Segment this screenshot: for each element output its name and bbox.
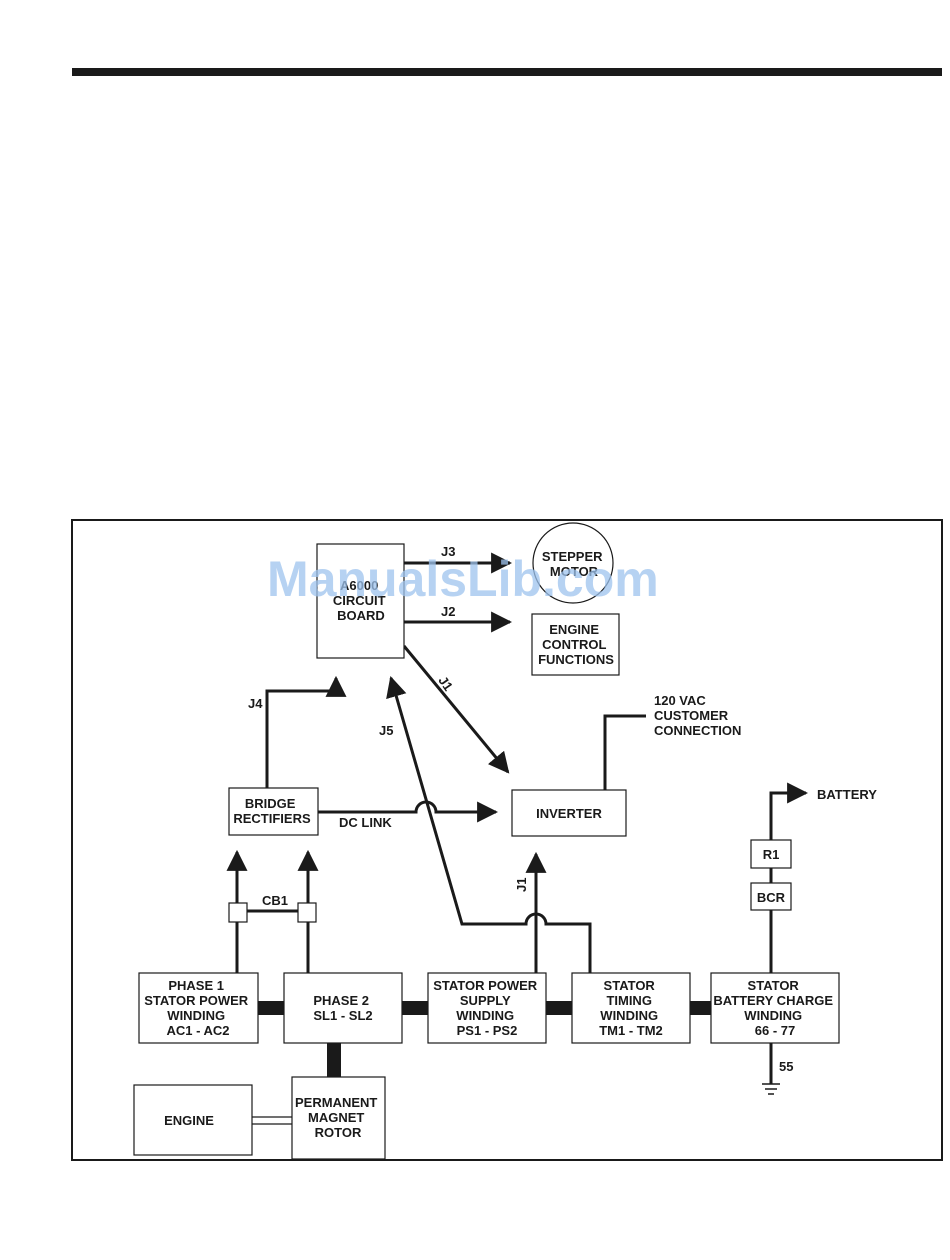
stepper-motor-label: STEPPER MOTOR — [542, 549, 606, 579]
cb1-breaker-2 — [297, 902, 317, 923]
customer-connection-label: 120 VAC CUSTOMER CONNECTION — [654, 693, 741, 738]
cb1-label: CB1 — [262, 893, 288, 908]
j4-wire — [265, 675, 347, 788]
engine-shaft — [252, 1116, 292, 1125]
winding-connector — [402, 1001, 428, 1015]
j3-label: J3 — [441, 544, 455, 559]
stator-battery-charge-box — [710, 972, 840, 1044]
winding-connector — [546, 1001, 572, 1015]
stator-battery-charge-label: STATOR BATTERY CHARGE WINDING 66 - 77 — [713, 978, 836, 1038]
phase2-winding-box — [283, 972, 403, 1044]
battery-wire — [769, 782, 809, 840]
stepper-motor-circle — [532, 522, 614, 604]
j1-diagonal-label: J1 — [435, 673, 456, 693]
winding-connector — [258, 1001, 284, 1015]
dc-link-label: DC LINK — [339, 815, 392, 830]
watermark: ManualsLib.com — [267, 551, 659, 607]
stator-power-supply-box — [427, 972, 547, 1044]
phase2-winding-label: PHASE 2 SL1 - SL2 — [313, 993, 372, 1023]
j2-label: J2 — [441, 604, 455, 619]
engine-box — [133, 1084, 253, 1156]
stator-timing-label: STATOR TIMING WINDING TM1 - TM2 — [599, 978, 663, 1038]
stator-power-supply-label: STATOR POWER SUPPLY WINDING PS1 - PS2 — [433, 978, 541, 1038]
circuit-board-box — [316, 543, 405, 659]
j5-label: J5 — [379, 723, 393, 738]
header-rule — [72, 68, 942, 76]
bcr-label: BCR — [757, 890, 786, 905]
r1-label: R1 — [763, 847, 780, 862]
cb1-breaker-1 — [228, 902, 248, 923]
engine-control-label: ENGINE CONTROL FUNCTIONS — [538, 622, 614, 667]
rotor-connector — [327, 1043, 341, 1077]
battery-label: BATTERY — [817, 787, 877, 802]
ground-icon — [762, 1083, 780, 1095]
pm-rotor-box — [291, 1076, 386, 1160]
j4-label: J4 — [248, 696, 263, 711]
j1-vertical-label: J1 — [514, 878, 529, 892]
inverter-label: INVERTER — [536, 806, 602, 821]
winding-connector — [690, 1001, 711, 1015]
stator-timing-box — [571, 972, 691, 1044]
circuit-board-label: A6000 CIRCUIT BOARD — [333, 578, 389, 623]
engine-control-box — [531, 613, 620, 676]
dc-link-wire — [318, 800, 499, 823]
bridge-rectifiers-label: BRIDGE RECTIFIERS — [233, 796, 311, 826]
engine-label: ENGINE — [164, 1113, 214, 1128]
inverter-box — [511, 789, 627, 837]
bridge-rectifiers-box — [228, 787, 319, 836]
phase1-winding-label: PHASE 1 STATOR POWER WINDING AC1 - AC2 — [144, 978, 252, 1038]
ground-label: 55 — [779, 1059, 793, 1074]
diagram-frame — [71, 519, 943, 1161]
bcr-box — [750, 882, 792, 911]
r1-box — [750, 839, 792, 869]
customer-connection-wire — [603, 714, 646, 790]
pm-rotor-label: PERMANENT MAGNET ROTOR — [295, 1095, 381, 1140]
phase1-winding-box — [138, 972, 259, 1044]
j1-diagonal-wire — [402, 645, 510, 774]
